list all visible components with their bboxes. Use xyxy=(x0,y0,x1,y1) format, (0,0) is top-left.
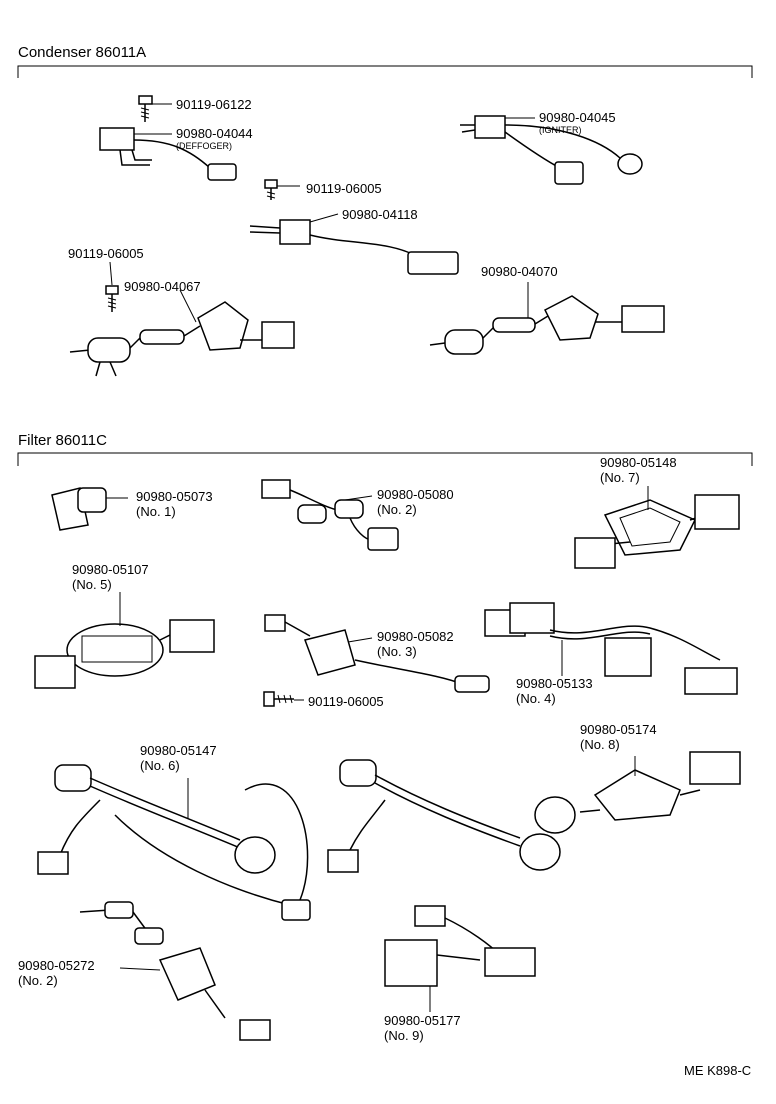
part-note-p2: (DEFFOGER) xyxy=(176,141,232,151)
filter-90980-05148 xyxy=(574,486,740,569)
part-label-f8: 90980-05147 xyxy=(140,743,217,758)
filter-90980-05073 xyxy=(51,487,128,531)
part-note-f3: (No. 7) xyxy=(600,470,640,485)
part-note-f11: (No. 9) xyxy=(384,1028,424,1043)
part-label-p8: 90980-04070 xyxy=(481,264,558,279)
filter-section-bracket xyxy=(17,452,753,466)
part-label-f1: 90980-05073 xyxy=(136,489,213,504)
screw-90119-06005-lower xyxy=(105,261,119,312)
screw-90119-06122 xyxy=(138,95,172,122)
filter-90980-05107 xyxy=(34,592,215,689)
part-label-f10: 90980-05272 xyxy=(18,958,95,973)
part-label-f3: 90980-05148 xyxy=(600,455,677,470)
part-label-p7: 90980-04067 xyxy=(124,279,201,294)
part-note-f8: (No. 6) xyxy=(140,758,180,773)
screw-90119-06005-upper xyxy=(264,179,300,200)
part-label-f6: 90119-06005 xyxy=(308,694,384,709)
part-label-p4: 90119-06005 xyxy=(306,181,382,196)
part-label-p5: 90980-04118 xyxy=(342,207,418,222)
part-note-f9: (No. 8) xyxy=(580,737,620,752)
part-label-f2: 90980-05080 xyxy=(377,487,454,502)
part-label-f11: 90980-05177 xyxy=(384,1013,461,1028)
condenser-section-bracket xyxy=(17,65,753,78)
filter-90980-05174 xyxy=(534,751,741,834)
condenser-90980-04067 xyxy=(69,289,295,377)
part-label-p1: 90119-06122 xyxy=(176,97,252,112)
filter-90980-05272 xyxy=(79,901,271,1041)
part-label-f5: 90980-05082 xyxy=(377,629,454,644)
filter-90980-05147-variant xyxy=(327,759,561,873)
filter-90980-05080 xyxy=(261,479,399,551)
part-label-p2: 90980-04044 xyxy=(176,126,253,141)
condenser-90980-04118 xyxy=(249,213,459,275)
part-label-f4: 90980-05107 xyxy=(72,562,149,577)
filter-90980-05082 xyxy=(264,614,490,693)
filter-90980-05147 xyxy=(37,764,311,921)
part-note-f4: (No. 5) xyxy=(72,577,112,592)
diagram-code: ME K898-C xyxy=(684,1063,752,1078)
part-note-f1: (No. 1) xyxy=(136,504,176,519)
filter-90980-05133 xyxy=(484,602,738,695)
part-note-f2: (No. 2) xyxy=(377,502,417,517)
part-label-f9: 90980-05174 xyxy=(580,722,657,737)
filter-90980-05177 xyxy=(384,905,536,1012)
part-note-f10: (No. 2) xyxy=(18,973,58,988)
section-title-condenser: Condenser 86011A xyxy=(18,44,147,61)
part-note-f7: (No. 4) xyxy=(516,691,556,706)
condenser-90980-04044 xyxy=(99,127,237,181)
condenser-90980-04045 xyxy=(460,115,643,185)
section-title-filter: Filter 86011C xyxy=(18,432,107,449)
screw-90119-06005-filter xyxy=(263,691,304,707)
part-label-f7: 90980-05133 xyxy=(516,676,593,691)
condenser-90980-04070 xyxy=(429,282,665,355)
part-note-p3: (IGNITER) xyxy=(539,125,582,135)
part-note-f5: (No. 3) xyxy=(377,644,417,659)
part-label-p3: 90980-04045 xyxy=(539,110,616,125)
part-label-p6: 90119-06005 xyxy=(68,246,144,261)
